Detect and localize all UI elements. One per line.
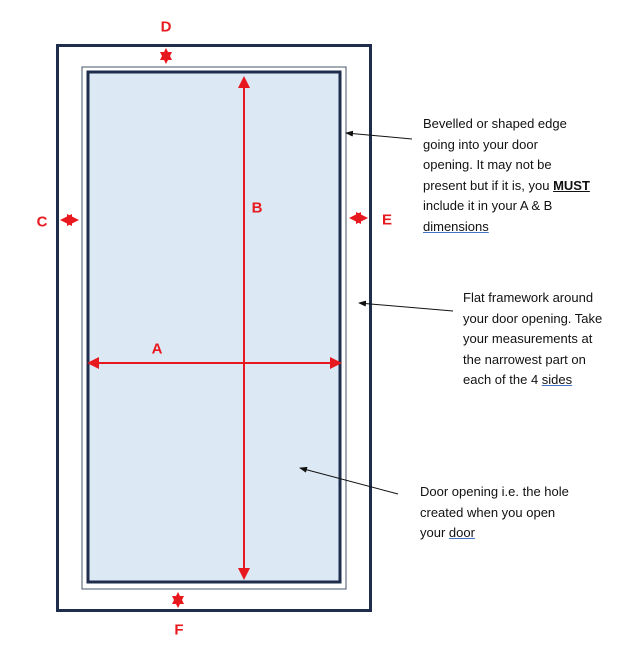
bevel-note: Bevelled or shaped edge going into your … — [423, 114, 590, 237]
note-line: include it in your A & B — [423, 198, 553, 213]
note-line: Door opening i.e. the hole — [420, 484, 569, 499]
label-a: A — [151, 340, 163, 358]
emphasis-text: MUST — [553, 177, 590, 193]
note-line: your door — [420, 523, 569, 544]
note-line: Bevelled or shaped edge — [423, 116, 567, 131]
bevel-edge — [81, 66, 347, 590]
door-opening — [86, 70, 342, 584]
label-d: D — [160, 18, 172, 36]
note-text: present but if it is, you — [423, 177, 554, 193]
label-f: F — [174, 621, 184, 639]
note-line: the narrowest part on — [463, 351, 586, 367]
note-line: opening. It may not be — [423, 157, 552, 172]
note-line: Flat framework around — [463, 290, 594, 305]
opening-pointer-arrow — [299, 466, 399, 495]
note-line: each of the 4 sides — [463, 370, 602, 391]
frame-note: Flat framework around your door opening.… — [463, 288, 602, 391]
note-text: each of the 4 — [463, 372, 542, 387]
outer-frame — [56, 44, 372, 612]
bevel-pointer-arrow — [345, 130, 413, 140]
note-text: sides — [541, 372, 573, 387]
label-b: B — [251, 199, 263, 217]
note-line: your measurements at — [463, 331, 593, 346]
note-text: your — [420, 525, 449, 540]
label-e: E — [381, 211, 393, 229]
label-c: C — [36, 213, 48, 231]
note-text: dimensions — [423, 218, 489, 234]
note-line: going into your door — [423, 136, 538, 152]
frame-pointer-arrow — [358, 300, 454, 312]
note-text: door — [448, 525, 475, 540]
opening-note: Door opening i.e. the hole created when … — [420, 482, 569, 544]
note-line: your door opening. Take — [463, 310, 603, 326]
note-line: created when you open — [420, 504, 556, 520]
note-line: present but if it is, you MUST — [423, 176, 590, 197]
